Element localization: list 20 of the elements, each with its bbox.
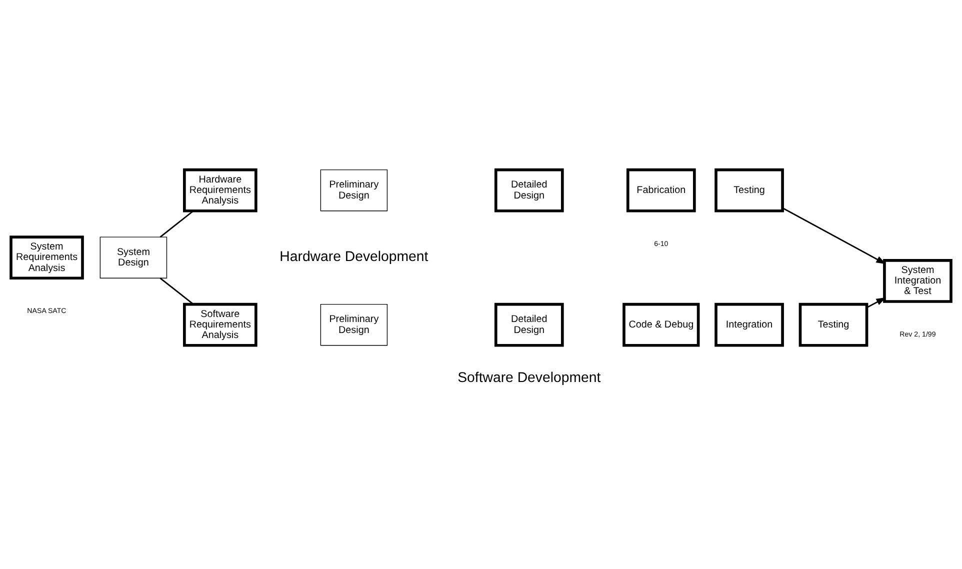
node-box: System Requirements Analysis bbox=[10, 236, 84, 280]
node-box: Testing bbox=[798, 302, 868, 347]
connector bbox=[160, 278, 194, 305]
node-box: System Design bbox=[100, 236, 168, 278]
connector bbox=[160, 210, 194, 238]
arrow bbox=[866, 297, 886, 308]
node-box: Code & Debug bbox=[622, 302, 700, 347]
label: Hardware Development bbox=[280, 248, 428, 264]
node-box: Preliminary Design bbox=[320, 169, 388, 212]
node-box: System Integration & Test bbox=[883, 259, 952, 303]
node-box: Software Requirements Analysis bbox=[183, 302, 258, 347]
node-box: Preliminary Design bbox=[320, 304, 388, 346]
arrow bbox=[782, 207, 886, 264]
label: Software Development bbox=[458, 369, 601, 386]
node-box: Integration bbox=[714, 302, 784, 347]
node-box: Hardware Requirements Analysis bbox=[183, 168, 258, 212]
node-box: Detailed Design bbox=[494, 302, 564, 347]
node-box: Detailed Design bbox=[494, 168, 564, 212]
node-box: Fabrication bbox=[626, 168, 696, 212]
node-box: Testing bbox=[714, 168, 784, 212]
